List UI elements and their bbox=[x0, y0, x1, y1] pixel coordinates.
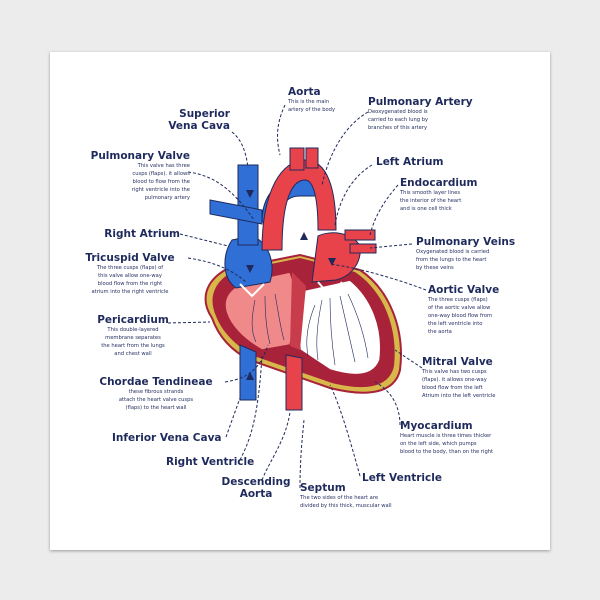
label-title: Chordae Tendineae bbox=[99, 376, 213, 388]
label-desc: cusps (flaps). it allows bbox=[132, 171, 190, 177]
label-desc: This valve has three bbox=[137, 163, 190, 169]
label-septum: Septum The two sides of the heart are di… bbox=[300, 482, 460, 510]
label-desc: and is one cell thick bbox=[400, 206, 452, 212]
label-desc: carried to each lung by bbox=[368, 117, 429, 123]
label-desc: of the aortic valve allow bbox=[428, 305, 491, 311]
label-desc: divided by this thick, muscular wall bbox=[300, 503, 392, 509]
label-mitral-valve: Mitral Valve This valve has two cusps (f… bbox=[422, 356, 534, 400]
label-chordae-tendineae: Chordae Tendineae these fibrous strands … bbox=[86, 376, 226, 412]
label-desc: the left ventricle into bbox=[428, 321, 483, 327]
label-title: Tricuspid Valve bbox=[85, 252, 175, 264]
label-myocardium: Myocardium Heart muscle is three times t… bbox=[400, 420, 540, 456]
label-inferior-vena-cava: Inferior Vena Cava bbox=[112, 432, 232, 444]
superior-vena-cava-shape bbox=[237, 164, 259, 246]
septum-shape bbox=[290, 272, 306, 350]
tricuspid-valve-shape bbox=[239, 283, 265, 298]
label-desc: pulmonary artery bbox=[144, 195, 190, 201]
label-desc: on the left side, which pumps bbox=[400, 441, 477, 447]
label-desc: these fibrous strands bbox=[128, 389, 184, 395]
label-desc: blood flow from the right bbox=[97, 281, 163, 287]
label-title: Aorta bbox=[288, 86, 321, 98]
label-desc: The three cusps (flaps) bbox=[428, 297, 488, 303]
label-title: Pulmonary Veins bbox=[416, 236, 516, 248]
label-desc: Heart muscle is three times thicker bbox=[400, 433, 492, 439]
label-desc: This smooth layer lines bbox=[400, 190, 461, 196]
label-desc: membrane separates bbox=[105, 335, 161, 341]
label-desc: atrium into the right ventricle bbox=[91, 289, 169, 295]
chordae-right bbox=[251, 293, 285, 345]
label-desc: blood to flow from the bbox=[132, 179, 190, 185]
flow-arrows bbox=[246, 190, 336, 380]
label-desc: Deoxygenated blood is bbox=[368, 109, 428, 115]
label-desc: Atrium into the left ventricle bbox=[422, 393, 496, 399]
label-title: Vena Cava bbox=[168, 120, 230, 132]
label-desc: the aorta bbox=[428, 329, 452, 335]
mitral-valve-shape bbox=[317, 281, 343, 298]
label-pulmonary-artery: Pulmonary Artery Deoxygenated blood is c… bbox=[368, 96, 488, 132]
label-desc: the interior of the heart bbox=[400, 198, 462, 204]
label-desc: by these veins bbox=[416, 265, 454, 271]
label-title: Aortic Valve bbox=[428, 284, 500, 296]
label-pulmonary-valve: Pulmonary Valve This valve has three cus… bbox=[82, 150, 190, 202]
label-title: Endocardium bbox=[400, 177, 478, 189]
label-desc: branches of this artery bbox=[368, 125, 428, 131]
label-title: Pulmonary Artery bbox=[368, 96, 473, 108]
label-superior-vena-cava: Superior Vena Cava bbox=[140, 108, 230, 132]
label-desc: (flaps). it allows one-way bbox=[422, 377, 487, 383]
label-desc: right ventricle into the bbox=[131, 187, 190, 193]
label-title: Right Atrium bbox=[104, 228, 180, 240]
label-title: Septum bbox=[300, 482, 346, 494]
label-desc: This valve has two cusps bbox=[422, 369, 487, 375]
label-title: Inferior Vena Cava bbox=[112, 432, 222, 444]
label-title: Superior bbox=[179, 108, 230, 120]
label-desc: attach the heart valve cusps bbox=[118, 397, 194, 403]
label-desc: The three cusps (flaps) of bbox=[96, 265, 164, 271]
label-desc: Oxygenated blood is carried bbox=[416, 249, 490, 255]
label-desc: artery of the body bbox=[288, 107, 336, 113]
label-right-atrium: Right Atrium bbox=[88, 228, 180, 240]
descending-aorta-shape bbox=[285, 354, 303, 411]
label-tricuspid-valve: Tricuspid Valve The three cusps (flaps) … bbox=[74, 252, 186, 296]
label-desc: blood to the body, than on the right bbox=[400, 449, 494, 455]
left-ventricle-shape bbox=[297, 279, 382, 376]
label-aorta: Aorta This is the main artery of the bod… bbox=[288, 86, 368, 114]
label-title: Descending bbox=[221, 476, 291, 488]
label-title: Left Ventricle bbox=[362, 472, 442, 484]
label-desc: one-way blood flow from bbox=[428, 313, 493, 319]
chordae-left bbox=[306, 293, 369, 366]
label-title: Pericardium bbox=[97, 314, 169, 326]
label-desc: blood flow from the left bbox=[422, 385, 483, 391]
label-desc: this valve allow one-way bbox=[98, 273, 162, 279]
label-right-ventricle: Right Ventricle bbox=[166, 456, 256, 468]
label-title: Aorta bbox=[239, 488, 273, 500]
label-desc: This is the main bbox=[288, 99, 330, 105]
label-pericardium: Pericardium This double-layered membrane… bbox=[88, 314, 178, 358]
label-desc: from the lungs to the heart bbox=[416, 257, 487, 263]
label-left-atrium: Left Atrium bbox=[376, 156, 476, 168]
label-title: Left Atrium bbox=[376, 156, 444, 168]
label-pulmonary-veins: Pulmonary Veins Oxygenated blood is carr… bbox=[416, 236, 526, 272]
label-endocardium: Endocardium This smooth layer lines the … bbox=[400, 177, 500, 213]
label-desc: the heart from the lungs bbox=[101, 343, 165, 349]
label-descending-aorta: Descending Aorta bbox=[216, 476, 296, 500]
label-desc: This double-layered bbox=[107, 327, 159, 333]
label-title: Right Ventricle bbox=[166, 456, 255, 468]
label-desc: (flaps) to the heart wall bbox=[125, 405, 187, 411]
label-aortic-valve: Aortic Valve The three cusps (flaps) of … bbox=[428, 284, 528, 336]
label-title: Mitral Valve bbox=[422, 356, 493, 368]
label-desc: and chest wall bbox=[114, 351, 152, 357]
inferior-vena-cava-shape bbox=[239, 344, 257, 401]
label-title: Myocardium bbox=[400, 420, 473, 432]
leader-lines bbox=[167, 104, 427, 489]
aorta-arch-shape bbox=[261, 159, 337, 251]
label-desc: The two sides of the heart are bbox=[300, 495, 379, 501]
label-left-ventricle: Left Ventricle bbox=[362, 472, 452, 484]
label-title: Pulmonary Valve bbox=[90, 150, 190, 162]
